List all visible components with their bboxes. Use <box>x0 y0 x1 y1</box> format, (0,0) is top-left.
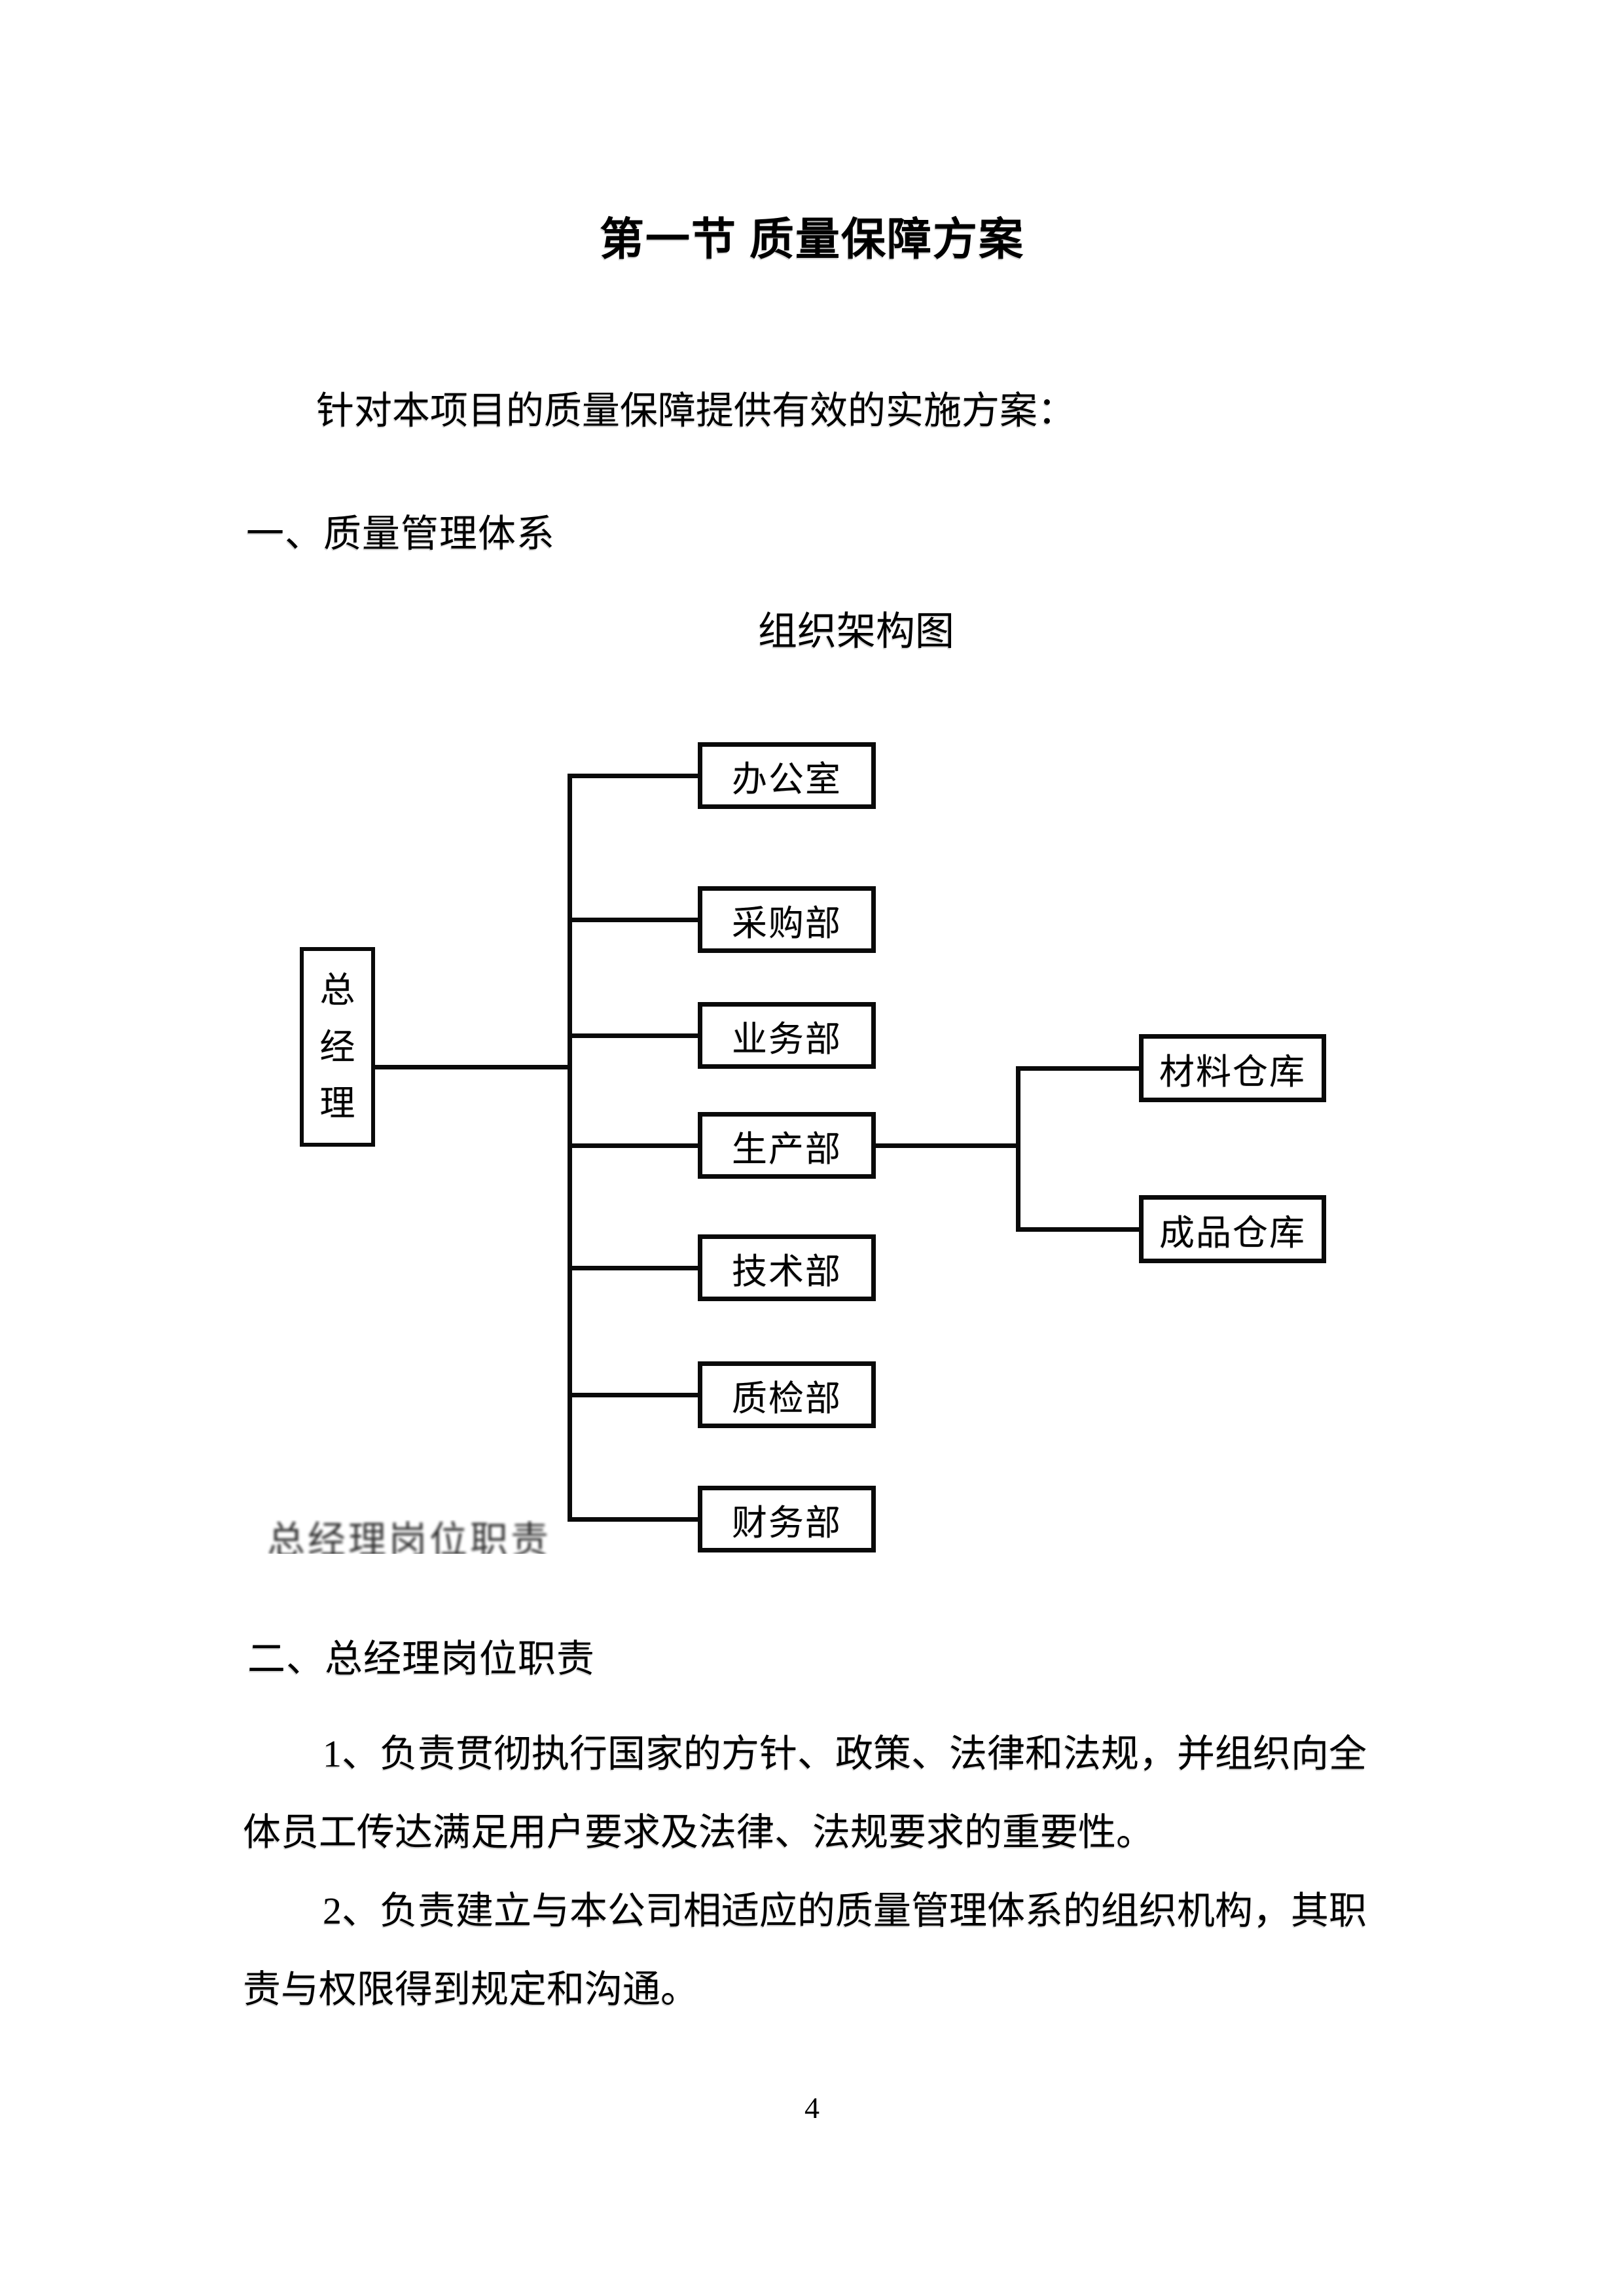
connector-stub-production <box>568 1143 698 1148</box>
org-node-general-manager-char: 总 <box>319 970 355 1010</box>
org-node-technology: 技术部 <box>698 1234 876 1301</box>
connector-stub-purchasing <box>568 918 698 922</box>
org-node-production: 生产部 <box>698 1112 876 1179</box>
section1-heading: 一、质量管理体系 <box>246 512 556 555</box>
connector-stub-material-warehouse <box>1016 1066 1140 1071</box>
org-node-finished-warehouse: 成品仓库 <box>1139 1195 1326 1263</box>
org-node-general-manager-char: 理 <box>319 1084 355 1124</box>
org-node-purchasing: 采购部 <box>698 886 876 953</box>
page-title: 第一节 质量保障方案 <box>599 215 1024 264</box>
paragraph2-line1: 2、负责建立与本公司相适应的质量管理体系的组织机构，其职 <box>323 1890 1367 1932</box>
connector-stub-finished-warehouse <box>1016 1227 1140 1232</box>
org-node-business: 业务部 <box>698 1002 876 1069</box>
org-node-finance: 财务部 <box>698 1486 876 1552</box>
paragraph1-line1: 1、负责贯彻执行国家的方针、政策、法律和法规，并组织向全 <box>323 1732 1367 1775</box>
connector-stub-business <box>568 1033 698 1038</box>
connector-right-trunk <box>1016 1066 1020 1232</box>
paragraph2-line2: 责与权限得到规定和沟通。 <box>243 1968 699 2011</box>
connector-root-horizontal <box>374 1065 570 1069</box>
clipped-text-content: 总经理岗位职责 <box>267 1520 552 1554</box>
org-node-office: 办公室 <box>698 742 876 809</box>
org-node-material-warehouse: 材料仓库 <box>1139 1034 1326 1102</box>
org-node-quality: 质检部 <box>698 1361 876 1428</box>
connector-stub-finance <box>568 1517 698 1522</box>
intro-paragraph: 针对本项目的质量保障提供有效的实施方案： <box>316 389 1076 432</box>
connector-stub-quality <box>568 1393 698 1397</box>
clipped-text-artifact: 总经理岗位职责 <box>267 1520 581 1554</box>
page-number: 4 <box>804 2091 820 2125</box>
section2-heading: 二、总经理岗位职责 <box>247 1638 596 1680</box>
org-node-general-manager: 总 经 理 <box>300 947 375 1147</box>
paragraph1-line2: 体员工传达满足用户要求及法律、法规要求的重要性。 <box>243 1811 1155 1854</box>
connector-stub-technology <box>568 1266 698 1270</box>
org-node-general-manager-char: 经 <box>319 1027 355 1067</box>
connector-production-horizontal <box>876 1143 1017 1148</box>
org-chart-caption: 组织架构图 <box>758 610 954 653</box>
connector-stub-office <box>568 774 698 778</box>
